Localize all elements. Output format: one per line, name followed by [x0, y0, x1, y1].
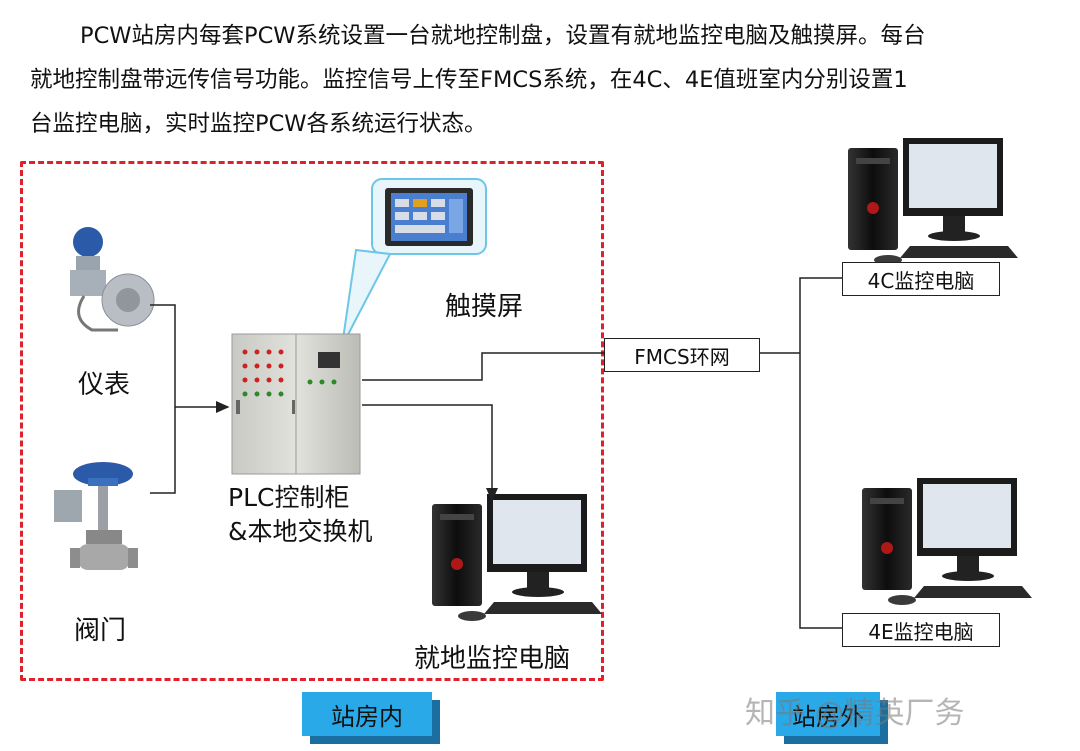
zone-inside-tag: 站房内 — [302, 692, 440, 744]
fmcs-ring-box: FMCS环网 — [604, 338, 760, 372]
instrument-image — [70, 227, 155, 332]
pc-4c-box: 4C监控电脑 — [842, 262, 1000, 296]
intro-line-1: PCW站房内每套PCW系统设置一台就地控制盘，设置有就地监控电脑及触摸屏。每台 — [80, 23, 926, 49]
local-pc-image — [432, 494, 602, 621]
watermark: 知乎 @精英厂务 — [745, 696, 965, 731]
pc-4e-box: 4E监控电脑 — [842, 613, 1000, 647]
plc-cabinet-image — [231, 333, 361, 475]
plc-cabinet-label-2: &本地交换机 — [228, 517, 373, 546]
intro-line-2: 就地控制盘带远传信号功能。监控信号上传至FMCS系统，在4C、4E值班室内分别设… — [30, 67, 908, 93]
intro-line-3: 台监控电脑，实时监控PCW各系统运行状态。 — [30, 111, 487, 137]
connection-lines — [150, 277, 842, 629]
valve-label: 阀门 — [74, 616, 127, 646]
pc-4c-image — [848, 138, 1018, 265]
valve-image — [54, 462, 138, 570]
touchscreen-image — [341, 178, 487, 347]
touchscreen-label: 触摸屏 — [445, 292, 524, 322]
intro-text: PCW站房内每套PCW系统设置一台就地控制盘，设置有就地监控电脑及触摸屏。每台 … — [30, 14, 1050, 146]
instrument-label: 仪表 — [78, 370, 131, 400]
plc-cabinet-label-1: PLC控制柜 — [228, 483, 350, 512]
pc-4e-image — [862, 478, 1032, 605]
station-room-boundary — [20, 161, 604, 681]
local-pc-label: 就地监控电脑 — [414, 644, 571, 674]
